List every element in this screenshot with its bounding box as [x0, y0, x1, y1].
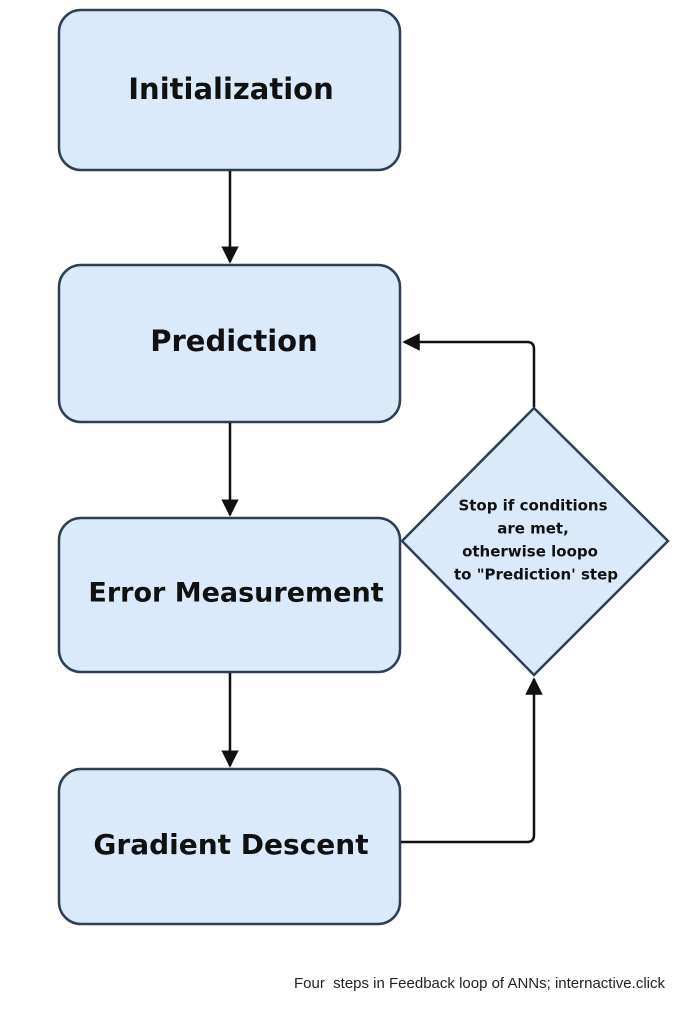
error-measurement-label: Error Measurement [88, 578, 383, 609]
initialization-label: Initialization [128, 72, 333, 106]
arrow-decision-to-prediction [402, 333, 536, 407]
decision-line-3: otherwise loopo [462, 543, 598, 561]
decision-line-2: are met, [497, 520, 569, 538]
figure-caption: Four steps in Feedback loop of ANNs; int… [293, 975, 665, 992]
error-measurement-box: Error Measurement [57, 516, 402, 674]
decision-line-1: Stop if conditions [458, 497, 607, 515]
prediction-box: Prediction [57, 263, 402, 424]
initialization-box: Initialization [57, 8, 402, 172]
decision-diamond: Stop if conditions are met, otherwise lo… [400, 406, 670, 677]
decision-line-4: to "Prediction' step [454, 566, 618, 584]
arrow-gradient-descent-to-decision-path [401, 677, 543, 844]
gradient-descent-label: Gradient Descent [93, 828, 368, 861]
prediction-label: Prediction [150, 324, 318, 358]
gradient-descent-box: Gradient Descent [57, 767, 402, 926]
